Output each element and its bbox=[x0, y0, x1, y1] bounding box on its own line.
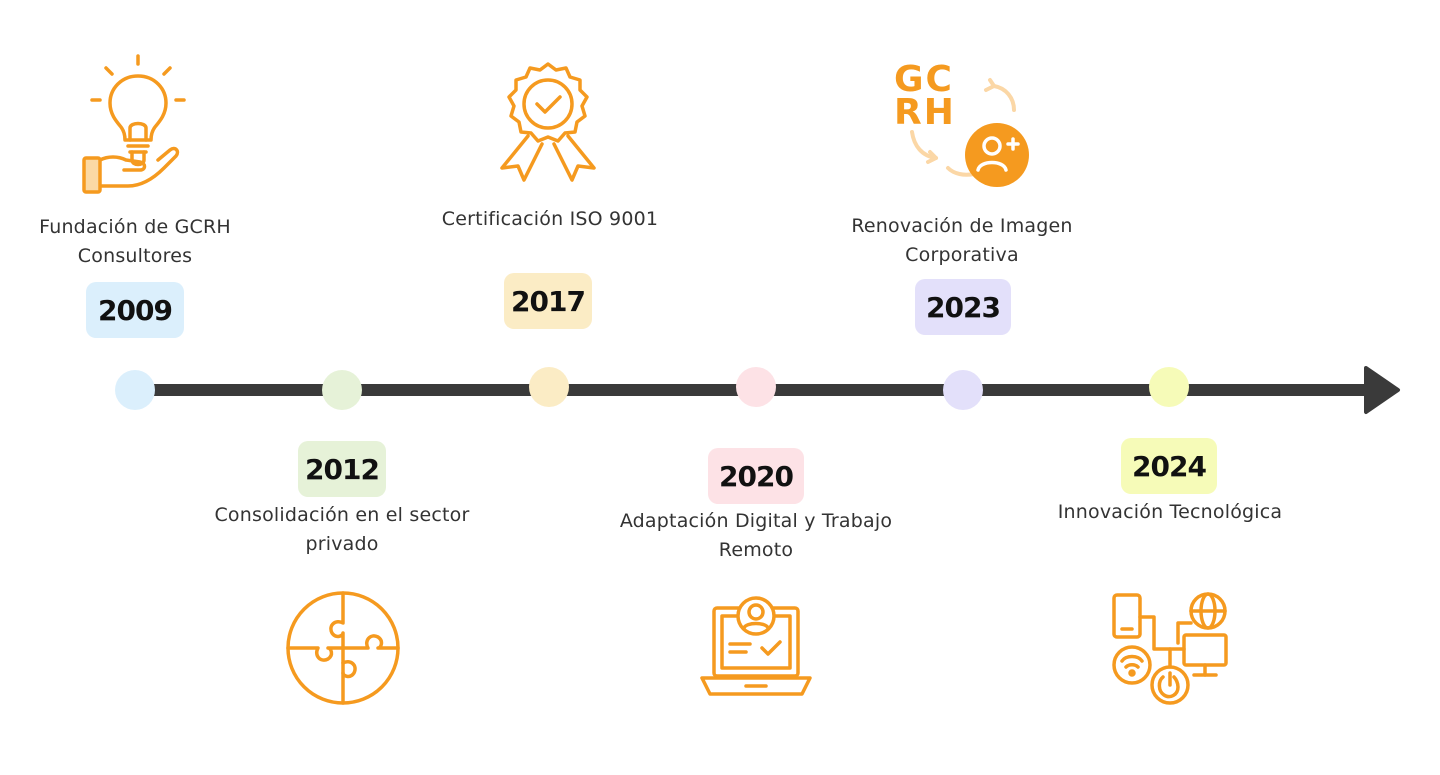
timeline-dot-2012 bbox=[322, 370, 362, 410]
logo-text-line-2: RH bbox=[894, 92, 956, 133]
timeline-dot-2024 bbox=[1149, 367, 1189, 407]
milestone-title-2017: Certificación ISO 9001 bbox=[441, 208, 659, 230]
timeline-dot-2020 bbox=[736, 367, 776, 407]
year-badge-2024: 2024 bbox=[1121, 438, 1217, 494]
milestone-title-2009: Fundación de GCRH Consultores bbox=[39, 216, 231, 267]
tech-devices-icon bbox=[1108, 589, 1232, 709]
laptop-user-icon bbox=[698, 594, 814, 698]
year-badge-2012: 2012 bbox=[298, 441, 386, 497]
year-badge-2009: 2009 bbox=[86, 282, 184, 338]
milestone-title-2020: Adaptación Digital y Trabajo Remoto bbox=[619, 510, 893, 561]
lightbulb-hand-icon bbox=[78, 52, 188, 197]
award-badge-icon bbox=[494, 60, 602, 188]
year-badge-2023: 2023 bbox=[915, 279, 1011, 335]
milestone-title-2023: Renovación de Imagen Corporativa bbox=[851, 215, 1073, 266]
milestone-title-2012: Consolidación en el sector privado bbox=[214, 504, 470, 555]
timeline-dot-2017 bbox=[529, 367, 569, 407]
gcrh-logo-add-user-icon: GC RH bbox=[890, 58, 1040, 188]
milestone-title-2024: Innovación Tecnológica bbox=[1057, 501, 1283, 523]
timeline-arrowhead bbox=[1364, 366, 1400, 414]
timeline-dot-2023 bbox=[943, 370, 983, 410]
timeline-dot-2009 bbox=[115, 370, 155, 410]
year-badge-2020: 2020 bbox=[708, 448, 804, 504]
puzzle-icon bbox=[284, 589, 402, 707]
logo-text-line-1: GC bbox=[894, 59, 954, 100]
year-badge-2017: 2017 bbox=[504, 273, 592, 329]
